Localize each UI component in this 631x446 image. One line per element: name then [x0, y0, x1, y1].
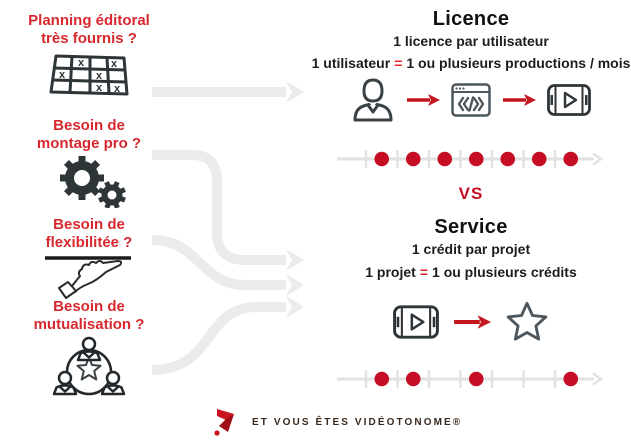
svg-text:x: x: [114, 83, 121, 95]
service-formula-equals: =: [419, 264, 429, 280]
service-formula-left: 1 projet: [365, 264, 416, 280]
user-icon: [351, 78, 395, 122]
footer: ET VOUS ÊTES VIDÉOTONOME®: [213, 406, 462, 438]
question-montage-line2: montage pro ?: [36, 135, 142, 152]
service-flow-row: [311, 296, 631, 348]
licence-title: Licence: [432, 8, 510, 30]
service-subtitle: 1 crédit par projet: [411, 241, 531, 257]
service-formula-right: 1 ou plusieurs crédits: [432, 264, 577, 280]
hand-tray-icon: [42, 253, 134, 299]
vs-label: VS: [458, 184, 484, 203]
licence-formula-left: 1 utilisateur: [311, 55, 391, 71]
svg-text:x: x: [111, 58, 118, 70]
service-title: Service: [434, 216, 508, 238]
licence-section: Licence 1 licence par utilisateur: [311, 8, 631, 49]
question-planning: Planning éditoral très fournis ?: [4, 12, 174, 48]
arrow-right-icon: [502, 93, 536, 107]
flow-arrow-flexibilite: [151, 235, 286, 290]
question-flexibilite: Besoin de flexibilitée ?: [4, 216, 174, 252]
svg-text:x: x: [78, 57, 85, 69]
gears-icon: [52, 152, 128, 208]
question-montage-line1: Besoin de: [53, 117, 125, 134]
question-planning-line1: Planning éditoral: [28, 12, 150, 29]
question-montage: Besoin de montage pro ?: [4, 117, 174, 153]
service-timeline: [337, 370, 604, 388]
licence-subtitle: 1 licence par utilisateur: [393, 33, 549, 49]
arrow-right-icon: [406, 93, 440, 107]
svg-text:x: x: [96, 82, 103, 94]
star-icon: [505, 301, 549, 343]
video-device-icon: [547, 84, 591, 116]
question-flexibilite-line1: Besoin de: [53, 216, 125, 233]
arrow-right-icon: [453, 314, 491, 330]
question-mutualisation: Besoin de mutualisation ?: [4, 298, 174, 334]
footer-tagline: ET VOUS ÊTES VIDÉOTONOME®: [252, 416, 463, 428]
question-planning-line2: très fournis ?: [41, 30, 137, 47]
code-window-icon: [451, 83, 491, 117]
video-device-icon: [393, 305, 439, 339]
svg-text:x: x: [59, 69, 66, 81]
flow-arrows: [145, 60, 320, 420]
question-mutualisation-line2: mutualisation ?: [33, 316, 145, 333]
question-flexibilite-line2: flexibilitée ?: [45, 234, 133, 251]
licence-flow-row: [311, 76, 631, 124]
licence-timeline: [337, 150, 604, 168]
flow-arrow-montage: [152, 150, 286, 265]
question-mutualisation-line1: Besoin de: [53, 298, 125, 315]
licence-formula: 1 utilisateur=1 ou plusieurs productions…: [311, 55, 631, 71]
service-formula: 1 projet=1 ou plusieurs crédits: [311, 264, 631, 280]
people-star-icon: [47, 336, 131, 404]
licence-formula-right: 1 ou plusieurs productions / mois: [406, 55, 631, 71]
flow-arrow-mutualisation: [151, 302, 286, 375]
service-section: Service 1 crédit par projet: [311, 216, 631, 257]
svg-text:x: x: [96, 70, 103, 82]
brand-logo-icon: [213, 406, 239, 438]
licence-formula-equals: =: [394, 55, 403, 71]
